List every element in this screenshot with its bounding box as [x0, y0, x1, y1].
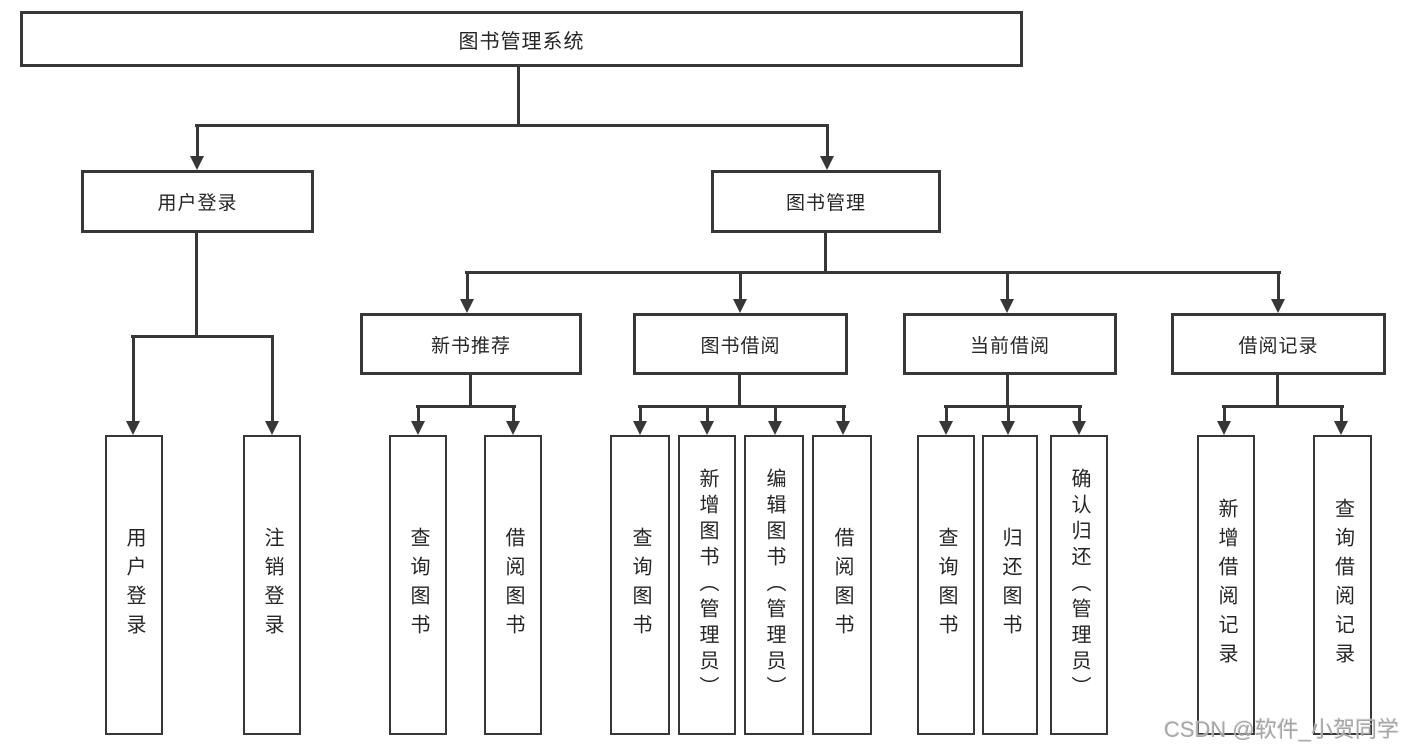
- node-label: 查询借阅记录: [1331, 498, 1354, 672]
- connector-records-stem: [1276, 375, 1279, 405]
- arrow-to-current-query-icon: [939, 408, 953, 435]
- node-book-borrowing: 图书借阅: [633, 313, 848, 375]
- connector-records-rail: [1222, 405, 1344, 408]
- connector-level2-rail: [195, 124, 829, 127]
- arrow-to-user-login-icon: [190, 124, 204, 170]
- node-label: 用户登录: [157, 193, 238, 214]
- arrow-to-current-borrowing-icon: [1000, 274, 1014, 313]
- node-leaf-current-return-books: 归还图书: [982, 435, 1038, 735]
- node-label: 当前借阅: [969, 335, 1050, 357]
- node-label: 查询图书: [629, 527, 651, 643]
- node-leaf-borrow-edit-books: 编辑图书（管理员）: [744, 435, 804, 735]
- connector-borrowing-stem: [738, 375, 741, 405]
- arrow-to-borrow-edit-icon: [768, 408, 782, 435]
- arrow-to-user-login-leaf-icon: [126, 338, 140, 435]
- node-leaf-user-login: 用户登录: [105, 435, 163, 735]
- node-book-management: 图书管理: [711, 170, 941, 233]
- arrow-to-current-confirm-icon: [1072, 408, 1086, 435]
- node-new-book-recommendation: 新书推荐: [360, 313, 582, 375]
- node-label: 借阅图书: [502, 527, 524, 643]
- node-leaf-records-query-record: 查询借阅记录: [1313, 435, 1372, 735]
- connector-current-stem: [1006, 375, 1009, 405]
- connector-recommendation-rail: [416, 405, 516, 408]
- arrow-to-borrow-add-icon: [700, 408, 714, 435]
- node-user-login: 用户登录: [81, 170, 314, 233]
- node-label: 查询图书: [407, 527, 429, 643]
- arrow-to-book-management-icon: [820, 124, 834, 170]
- arrow-to-book-borrowing-icon: [733, 274, 747, 313]
- connector-book-management-stem: [824, 233, 827, 274]
- node-leaf-logout: 注销登录: [243, 435, 301, 735]
- arrow-to-borrowing-records-icon: [1271, 274, 1285, 313]
- connector-root-stem: [517, 67, 520, 124]
- node-library-management-system: 图书管理系统: [20, 11, 1023, 67]
- node-label: 新增借阅记录: [1215, 498, 1237, 672]
- node-label: 图书借阅: [700, 335, 781, 357]
- node-leaf-current-confirm-return: 确认归还（管理员）: [1050, 435, 1108, 735]
- node-label: 借阅记录: [1238, 335, 1319, 357]
- arrow-to-records-query-icon: [1334, 408, 1348, 435]
- node-current-borrowing: 当前借阅: [903, 313, 1117, 375]
- node-label: 确认归还（管理员）: [1068, 468, 1090, 702]
- node-leaf-current-query-books: 查询图书: [917, 435, 975, 735]
- node-borrowing-records: 借阅记录: [1171, 313, 1386, 375]
- connector-recommendation-stem: [469, 375, 472, 405]
- arrow-to-records-add-icon: [1217, 408, 1231, 435]
- node-label: 查询图书: [935, 527, 957, 643]
- arrow-to-borrow-borrow-icon: [836, 408, 850, 435]
- node-label: 借阅图书: [831, 527, 853, 643]
- connector-user-login-rail: [131, 335, 274, 338]
- node-leaf-borrow-add-books: 新增图书（管理员）: [678, 435, 736, 735]
- node-label: 图书管理: [785, 193, 866, 214]
- connector-level3-rail: [465, 271, 1281, 274]
- node-leaf-borrow-borrow-books: 借阅图书: [812, 435, 872, 735]
- node-label: 新书推荐: [430, 335, 511, 357]
- arrow-to-logout-icon: [265, 338, 279, 435]
- connector-user-login-stem: [195, 233, 198, 335]
- node-leaf-recommend-query-books: 查询图书: [389, 435, 447, 735]
- node-label: 归还图书: [999, 527, 1021, 643]
- node-label: 新增图书（管理员）: [696, 468, 718, 702]
- csdn-watermark: CSDN @软件_小贺同学: [1163, 717, 1399, 742]
- arrow-to-current-return-icon: [1001, 408, 1015, 435]
- node-label: 注销登录: [261, 527, 283, 643]
- connector-current-rail: [944, 405, 1082, 408]
- arrow-to-new-book-recommendation-icon: [460, 274, 474, 313]
- arrow-to-borrow-query-icon: [633, 408, 647, 435]
- node-label: 用户登录: [123, 527, 145, 643]
- node-leaf-records-add-record: 新增借阅记录: [1197, 435, 1255, 735]
- node-label: 图书管理系统: [458, 30, 585, 53]
- node-leaf-borrow-query-books: 查询图书: [610, 435, 670, 735]
- connector-borrowing-rail: [638, 405, 846, 408]
- node-label: 编辑图书（管理员）: [763, 468, 785, 702]
- arrow-to-recommend-query-icon: [411, 408, 425, 435]
- arrow-to-recommend-borrow-icon: [506, 408, 520, 435]
- node-leaf-recommend-borrow-books: 借阅图书: [484, 435, 542, 735]
